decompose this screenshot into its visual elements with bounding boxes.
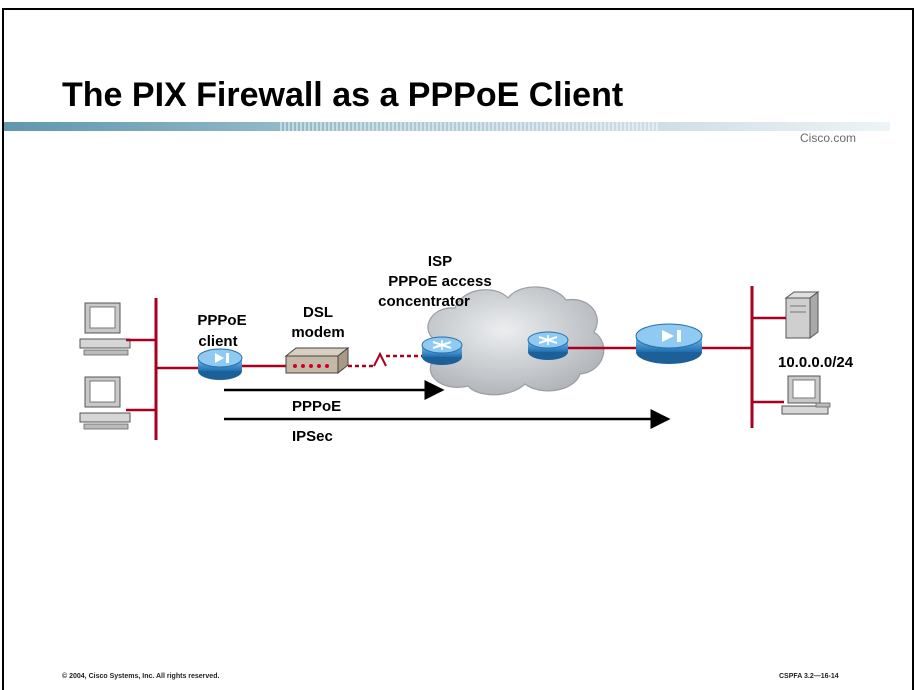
- dsl-line-link: [348, 351, 425, 368]
- isp-label-line3: concentrator: [378, 293, 470, 310]
- dsl-modem-icon: [284, 346, 350, 375]
- isp-label-line2: PPPoE access: [388, 273, 491, 290]
- slide-title: The PIX Firewall as a PPPoE Client: [62, 76, 624, 114]
- cisco-brand: Cisco.com: [800, 131, 857, 145]
- pix-firewall-remote-icon: [635, 323, 703, 364]
- pppoe-client-label-line1: PPPoE: [197, 312, 246, 329]
- slide-code-footer: CSPFA 3.2—16-14: [779, 673, 839, 680]
- dsl-modem-label-line1: DSL: [303, 304, 333, 321]
- ipsec-tunnel-label: IPSec: [292, 428, 333, 445]
- pppoe-tunnel-label: PPPoE: [292, 398, 341, 415]
- remote-router-icon: [527, 331, 569, 360]
- pppoe-client-label-line2: client: [198, 333, 237, 350]
- workstation-top-icon: [79, 302, 131, 356]
- slide-frame: [2, 8, 914, 690]
- pix-firewall-client-icon: [197, 348, 243, 380]
- server-icon: [784, 291, 820, 339]
- isp-label-line1: ISP: [428, 253, 452, 270]
- header-bar: [4, 122, 890, 131]
- network-label: 10.0.0.0/24: [778, 354, 854, 371]
- copyright-footer: © 2004, Cisco Systems, Inc. All rights r…: [62, 673, 220, 680]
- workstation-bottom-icon: [79, 376, 131, 430]
- isp-router-icon: [421, 336, 463, 365]
- workstation-right-icon: [781, 375, 831, 415]
- dsl-modem-label-line2: modem: [291, 324, 344, 341]
